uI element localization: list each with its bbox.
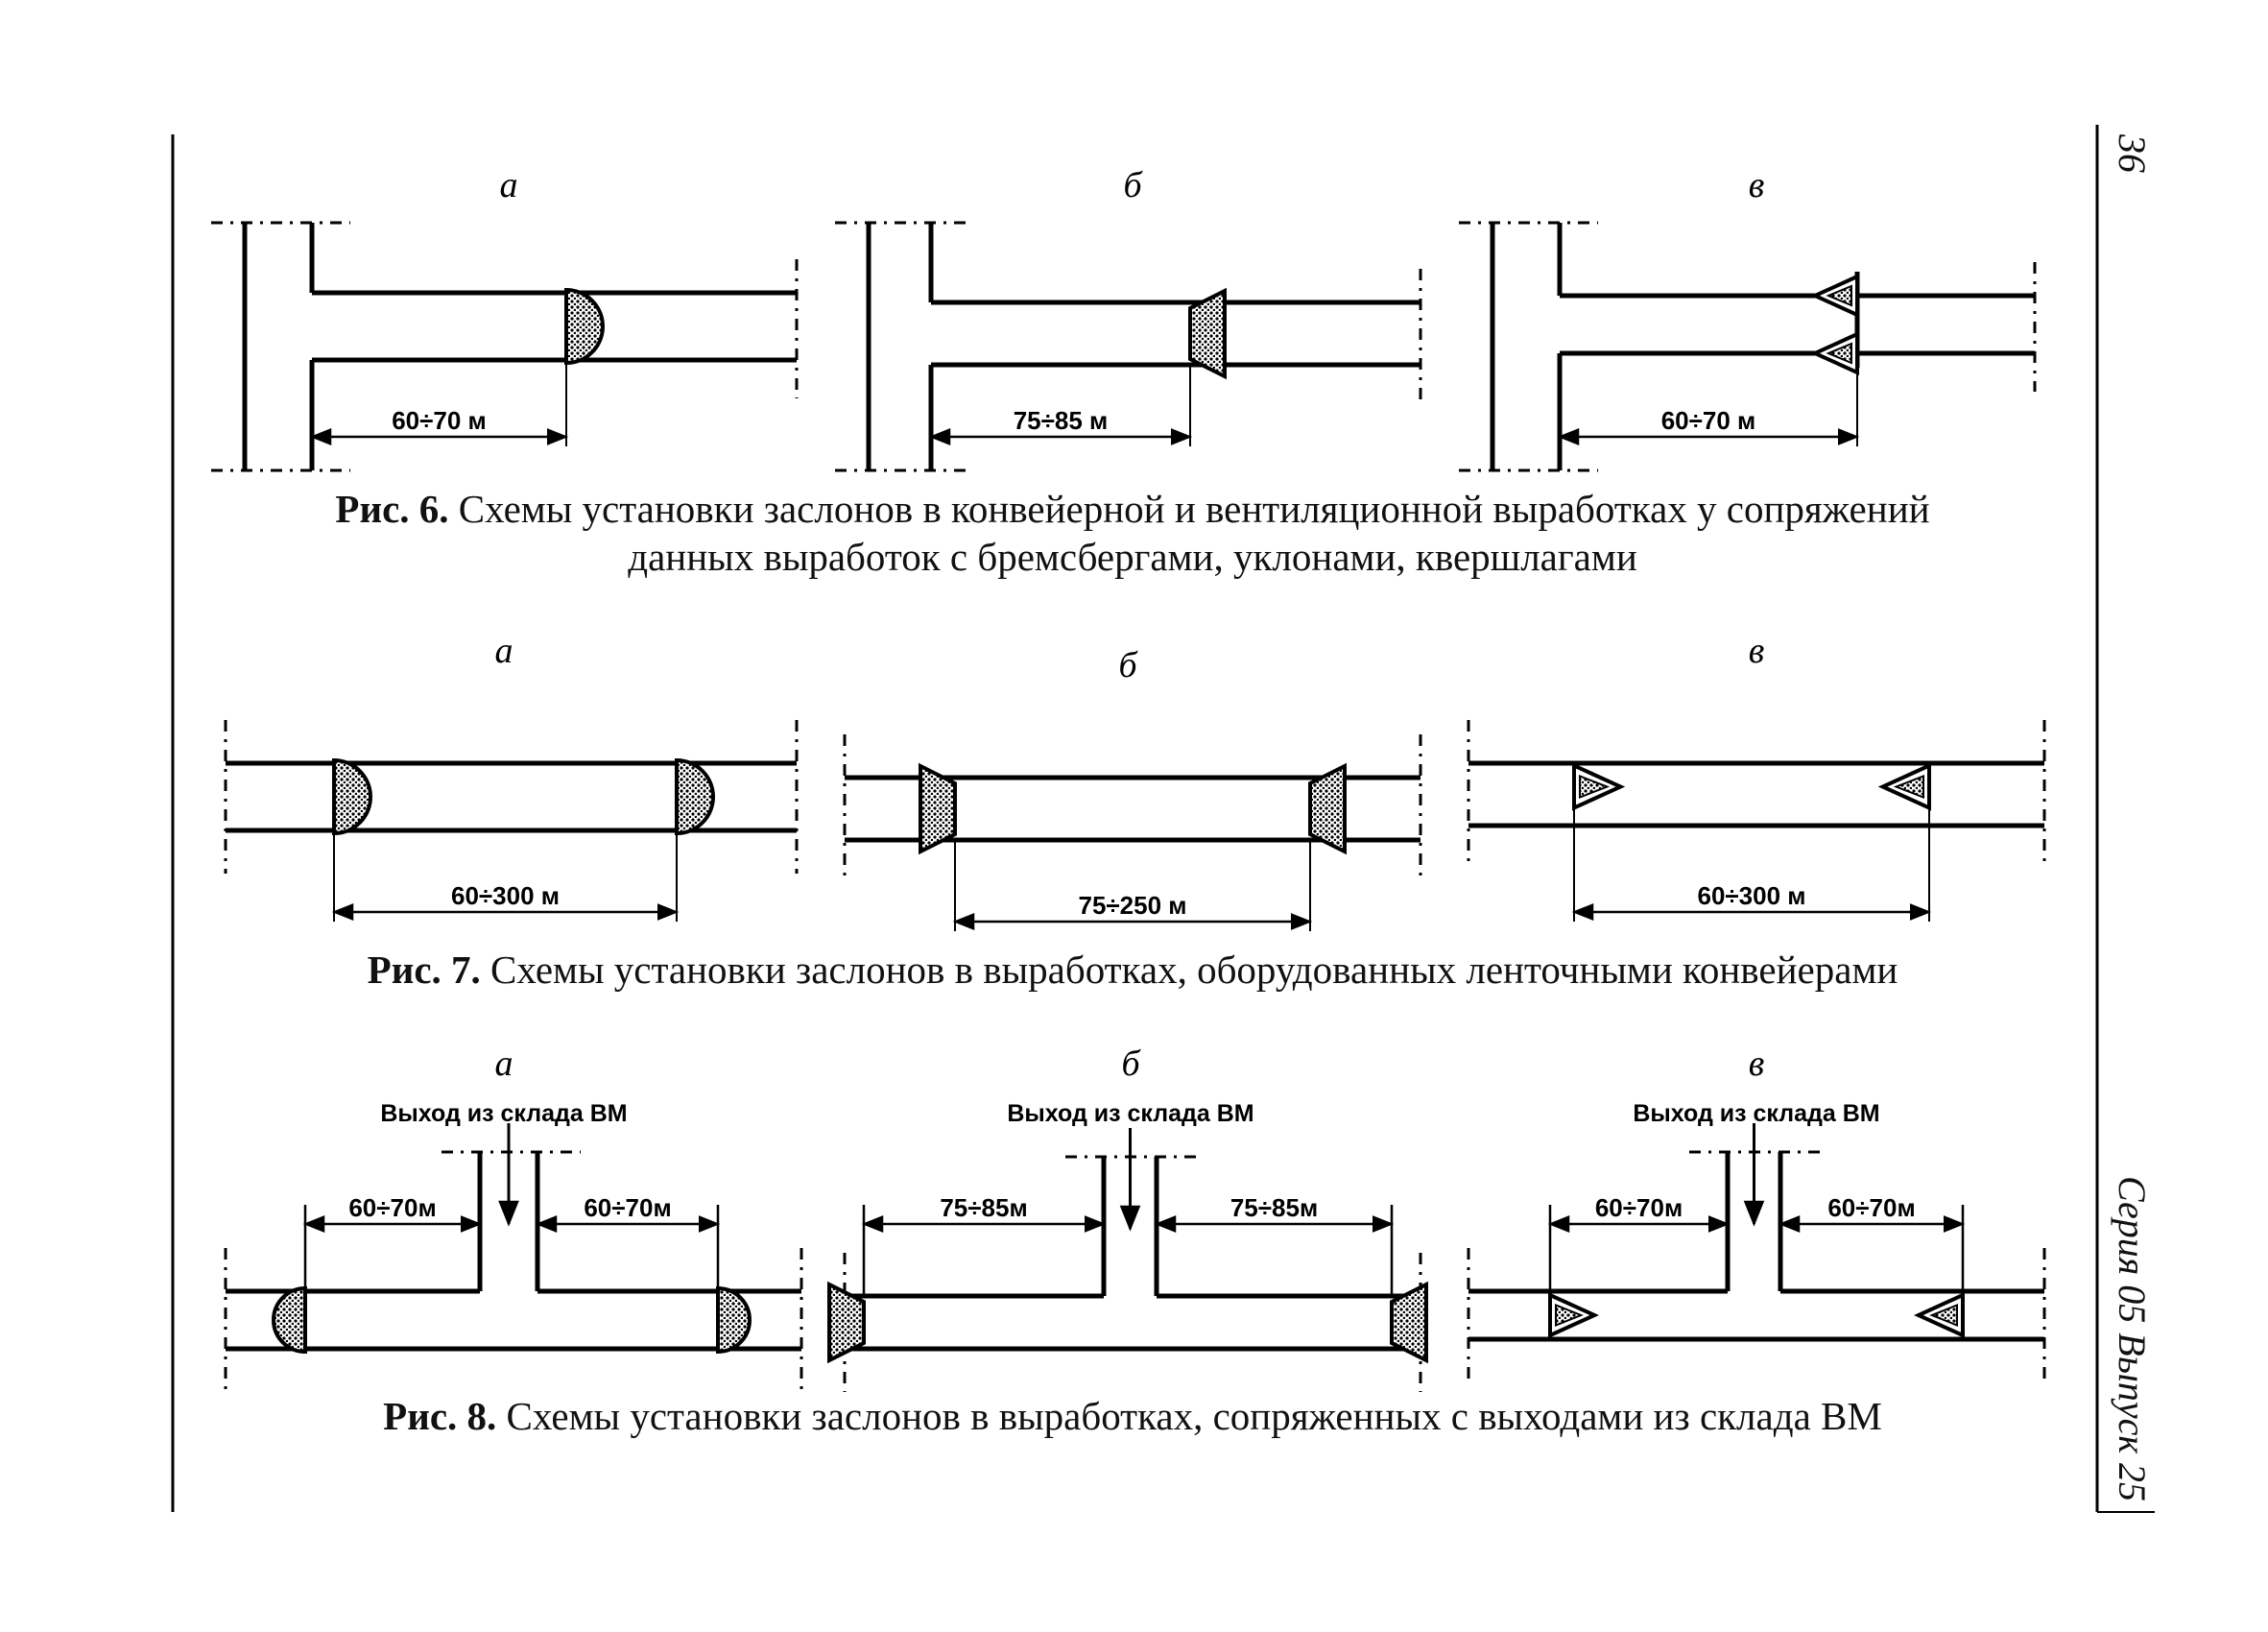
dimension-label: 60÷300 м [451,881,560,910]
water-barrier-icon [675,757,715,836]
figure-7-diagrams: а 60÷300 м б 75÷250 м в 60÷300 м [224,631,2046,931]
triangle-barrier-inner [1893,775,1924,799]
figure-7-number: Рис. 7. [367,948,481,992]
dimension-label: 75÷85м [1230,1193,1318,1222]
figure-6-diagrams: а 60÷70 м б 75÷85 м в 60÷70 м [211,165,2037,472]
panel-label: в [1749,631,1765,671]
panel-label: б [1123,165,1143,205]
panel-label: а [500,165,518,205]
water-barrier-icon [716,1285,752,1355]
dust-barrier-icon [1308,762,1347,855]
figure-6-caption-line2: данных выработок с бремсбергами, уклонам… [628,535,1637,579]
figure-8-caption-text: Схемы установки заслонов в выработках, с… [506,1394,1882,1438]
dimension-label: 60÷70 м [1661,406,1756,435]
figure-6-caption: Рис. 6. Схемы установки заслонов в конве… [173,485,2092,581]
figure-7-caption-text: Схемы установки заслонов в выработках, о… [490,948,1898,992]
figure-6-panel: а 60÷70 м [211,165,799,472]
dust-barrier-icon [1390,1281,1428,1364]
series-label: Серия 05 Выпуск 25 [2111,1176,2154,1502]
exit-label: Выход из склада ВМ [1007,1100,1253,1127]
triangle-barrier-inner [1826,342,1852,365]
water-barrier-icon [332,757,372,836]
triangle-barrier-inner [1929,1304,1958,1327]
dimension-label: 60÷70 м [392,406,487,435]
figure-7-panel: а 60÷300 м [224,631,799,922]
panel-label: б [1121,1044,1141,1084]
figure-6-caption-line1: Схемы установки заслонов в конвейерной и… [458,487,1930,531]
exit-label: Выход из склада ВМ [1633,1100,1879,1127]
figure-8-number: Рис. 8. [383,1394,497,1438]
figure-6-panel: в 60÷70 м [1459,165,2037,472]
dimension-label: 60÷70м [348,1193,436,1222]
page-number: 36 [2111,134,2154,173]
panel-label: б [1118,645,1138,685]
dimension-label: 60÷70м [1595,1193,1683,1222]
dimension-label: 75÷85м [940,1193,1027,1222]
dimension-label: 75÷85 м [1014,406,1109,435]
water-barrier-icon [564,287,605,366]
figure-7-caption: Рис. 7. Схемы установки заслонов в выраб… [173,946,2092,994]
figure-7-panel: б 75÷250 м [843,645,1422,931]
figure-7-panel: в 60÷300 м [1467,631,2046,922]
figure-8-caption: Рис. 8. Схемы установки заслонов в выраб… [173,1392,2092,1440]
exit-label: Выход из склада ВМ [380,1100,627,1127]
dust-barrier-icon [919,762,957,855]
dimension-label: 60÷70м [1827,1193,1915,1222]
panel-label: в [1749,1044,1765,1084]
panel-label: в [1749,165,1765,205]
dust-barrier-icon [1188,287,1227,380]
triangle-barrier-inner [1826,284,1852,307]
panel-label: а [495,1044,513,1084]
figure-6-panel: б 75÷85 м [835,165,1422,472]
dimension-label: 60÷70м [584,1193,671,1222]
triangle-barrier-inner [1555,1304,1584,1327]
panel-label: а [495,631,513,671]
figure-6-number: Рис. 6. [335,487,449,531]
dust-barrier-icon [827,1281,866,1364]
dimension-label: 60÷300 м [1697,881,1805,910]
dimension-label: 75÷250 м [1078,891,1186,920]
water-barrier-icon [272,1285,307,1355]
triangle-barrier-inner [1579,775,1611,799]
